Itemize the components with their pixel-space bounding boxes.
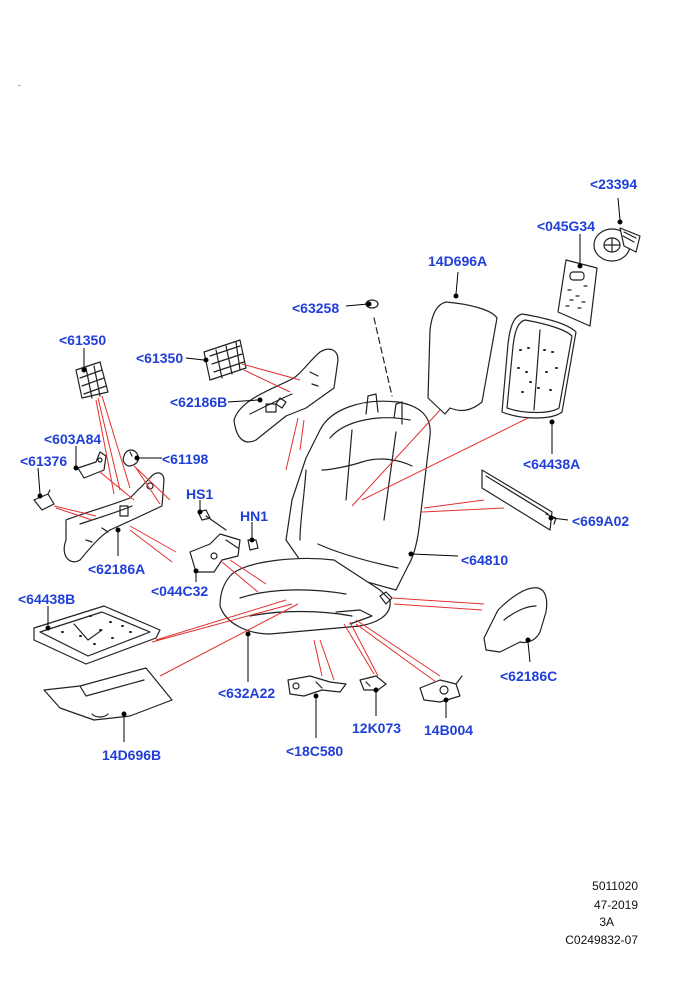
leader-lines (37, 197, 623, 742)
part-14D696A-backrest-pad (427, 301, 498, 415)
label-14B004: 14B004 (424, 722, 474, 738)
label-62186A: <62186A (88, 561, 146, 577)
label-669A02: <669A02 (572, 513, 630, 529)
part-62186B-side-trim (233, 348, 339, 443)
corner-mark (17, 84, 22, 87)
part-62186C-rear-trim (483, 587, 548, 653)
label-62186B: <62186B (170, 394, 228, 410)
part-669A02-bar (481, 469, 557, 531)
label-64810: <64810 (461, 552, 509, 568)
label-61376: <61376 (20, 453, 68, 469)
part-044C32-mechanism (189, 533, 241, 573)
part-18C580-harness (287, 675, 347, 697)
part-seat-backrest (285, 393, 431, 591)
footer-reference-1: 5011020 (592, 879, 638, 893)
label-14D696B: 14D696B (102, 747, 162, 763)
footer-reference-3: 3A (599, 915, 614, 929)
part-12K073-connector (359, 675, 387, 691)
label-12K073: 12K073 (352, 720, 402, 736)
label-61350-upper: <61350 (136, 350, 184, 366)
label-HS1: HS1 (186, 486, 214, 502)
part-61350-grille-lower (75, 361, 109, 399)
part-045G34-panel (557, 259, 598, 327)
part-61376-clip (33, 489, 55, 511)
part-14B004-motor (419, 675, 463, 703)
footer-reference-2: 47-2019 (593, 898, 638, 912)
label-62186C: <62186C (500, 668, 558, 684)
label-632A22: <632A22 (218, 685, 276, 701)
label-045G34: <045G34 (537, 218, 595, 234)
part-63258-fastener (365, 299, 393, 397)
label-61198: <61198 (162, 451, 209, 467)
footer-reference-4: C0249832-07 (565, 933, 638, 947)
label-64438B: <64438B (18, 591, 76, 607)
label-603A84: <603A84 (44, 431, 102, 447)
label-61350-lower: <61350 (59, 332, 107, 348)
part-62186A-inner-trim (63, 472, 165, 563)
part-61350-grille-upper (203, 339, 247, 381)
part-603A84-bracket (77, 451, 107, 479)
label-23394: <23394 (590, 176, 638, 192)
part-23394-knob (593, 227, 641, 262)
part-64438B-cushion-heater (33, 605, 161, 665)
label-HN1: HN1 (240, 508, 269, 524)
label-14D696A: 14D696A (428, 253, 488, 269)
label-64438A: <64438A (523, 456, 581, 472)
part-61198-switch (122, 449, 139, 467)
part-64438A-backrest-heater (501, 313, 577, 419)
label-63258: <63258 (292, 300, 340, 316)
label-18C580: <18C580 (286, 743, 344, 759)
callout-lines (53, 363, 529, 683)
label-044C32: <044C32 (151, 583, 209, 599)
part-14D696B-cushion-pad (43, 667, 173, 721)
